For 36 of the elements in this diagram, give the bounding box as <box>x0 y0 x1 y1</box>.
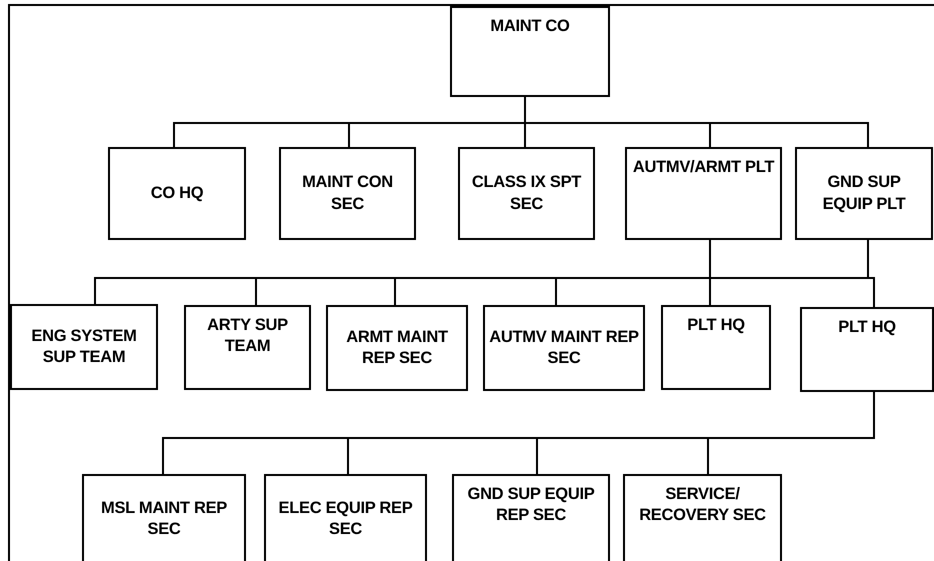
connector-line <box>707 392 875 474</box>
org-unit-box <box>483 305 645 391</box>
org-unit-box <box>795 147 933 240</box>
connector-line <box>709 240 711 305</box>
unit-name: ARTY SUP TEAM <box>206 315 289 358</box>
org-unit-box <box>450 6 610 97</box>
org-unit-box <box>452 474 610 561</box>
unit-name: GND SUP EQUIP PLT <box>822 172 906 214</box>
unit-name: MAINT CON SEC <box>301 172 394 214</box>
unit-name: AUTMV/ARMT PLT <box>632 157 774 178</box>
connector-line <box>709 239 875 308</box>
org-unit-box <box>623 474 782 561</box>
unit-name: SERVICE/ RECOVERY SEC <box>638 484 767 526</box>
org-unit-box <box>108 147 246 240</box>
org-unit-box <box>458 147 595 240</box>
unit-name: MSL MAINT REP SEC <box>100 498 228 540</box>
unit-name: ARMT MAINT REP SEC <box>345 326 449 369</box>
unit-name: PLT HQ <box>687 315 745 336</box>
org-unit-box <box>264 474 427 561</box>
unit-name: CO HQ <box>150 182 204 204</box>
org-unit-box <box>326 305 468 391</box>
org-unit-box <box>661 305 771 390</box>
org-unit-box <box>82 474 246 561</box>
org-unit-box <box>800 307 934 392</box>
org-unit-box <box>279 147 416 240</box>
org-unit-box <box>10 304 158 390</box>
unit-name: ENG SYSTEM SUP TEAM <box>30 326 138 368</box>
unit-name: ELEC EQUIP REP SEC <box>278 498 414 540</box>
org-unit-box <box>625 147 782 240</box>
unit-name: MAINT CO <box>490 16 570 37</box>
unit-name: AUTMV MAINT REP SEC <box>489 326 639 369</box>
unit-name: CLASS IX SPT SEC <box>470 172 582 214</box>
unit-name: GND SUP EQUIP REP SEC <box>466 484 596 526</box>
unit-name: PLT HQ <box>838 317 896 338</box>
connector-line <box>524 97 869 147</box>
org-unit-box <box>184 305 311 390</box>
